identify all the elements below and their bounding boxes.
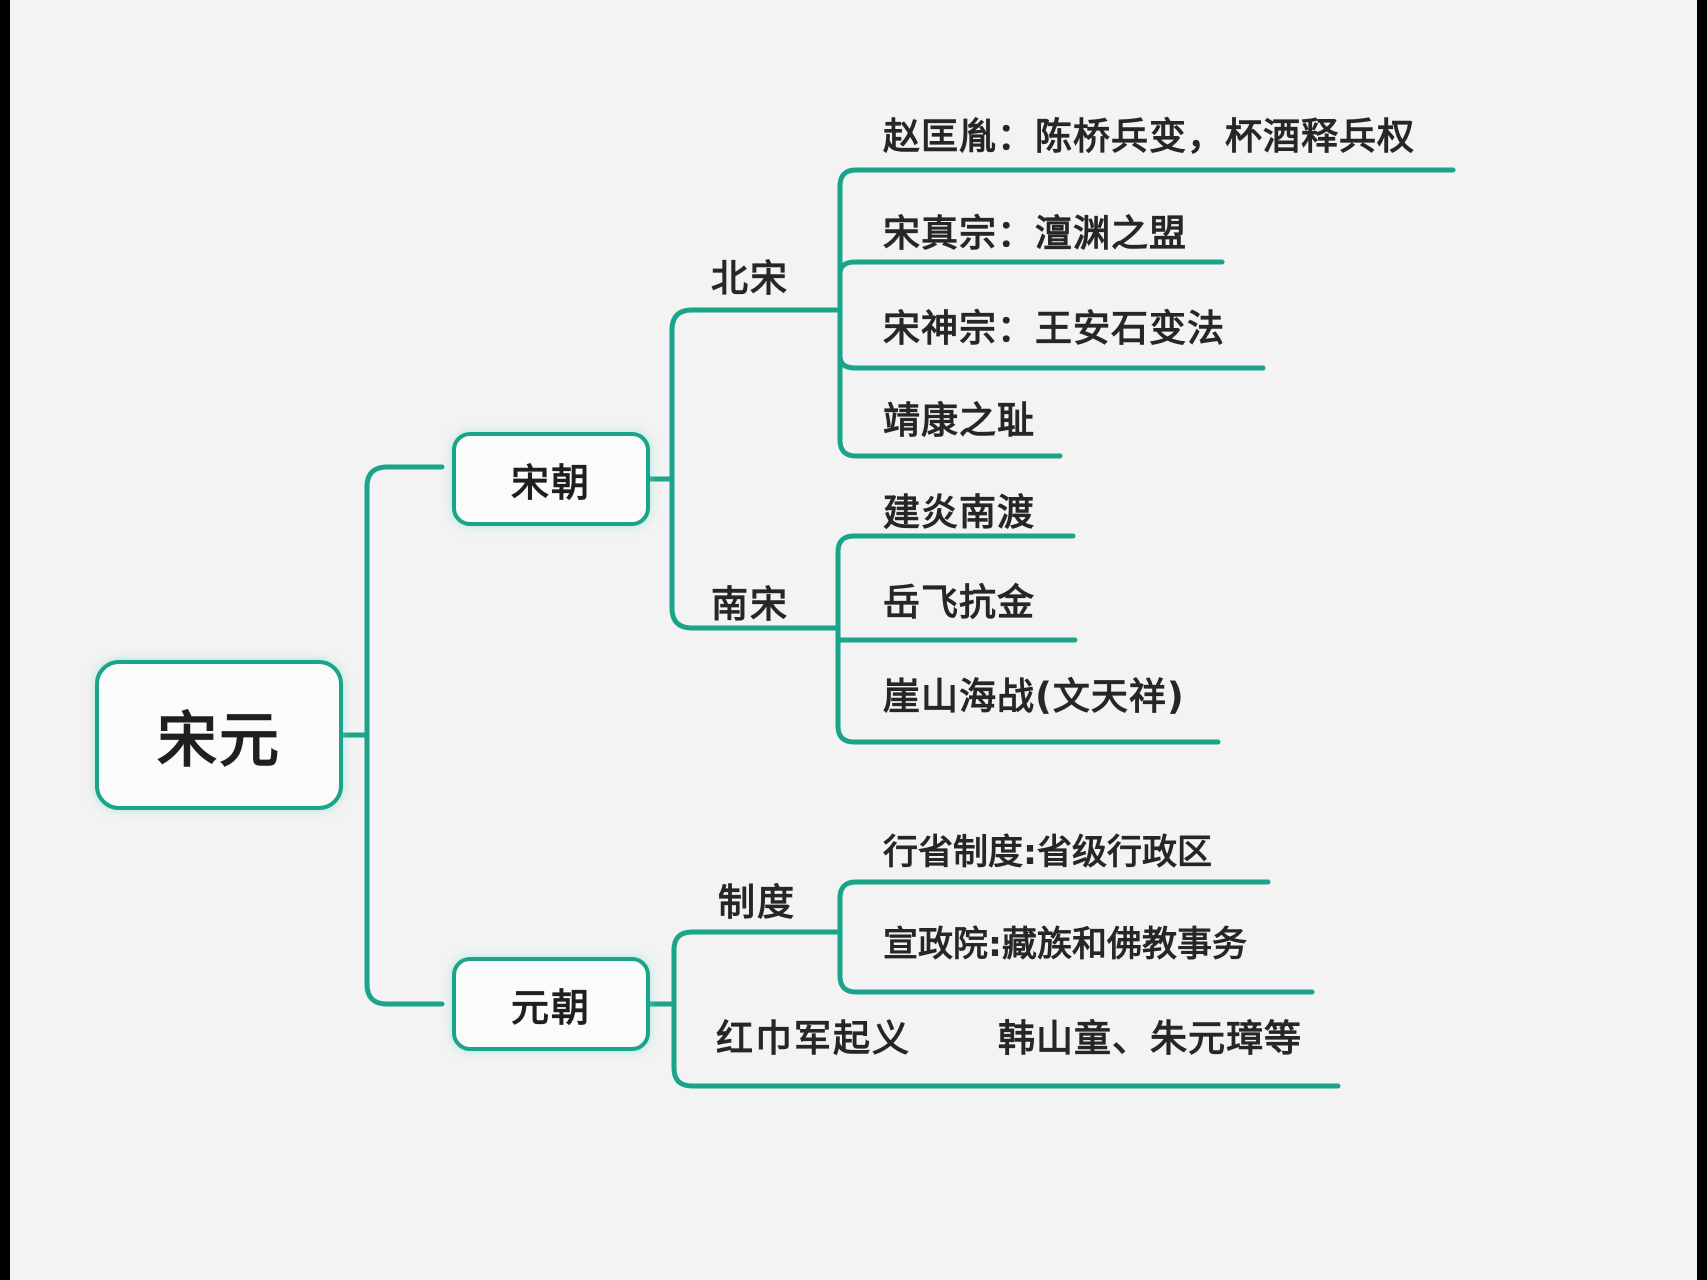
node-root-label: 宋元: [157, 705, 281, 776]
wire-root-to-yuan: [364, 732, 445, 1007]
leaf-label-song-zhenzong[interactable]: 宋真宗：澶渊之盟: [883, 212, 1187, 255]
leaf-label-han-shantong-zhu-yuanzhang[interactable]: 韩山童、朱元璋等: [998, 1017, 1302, 1060]
leaf-label-province-system[interactable]: 行省制度:省级行政区: [883, 833, 1212, 873]
node-song-dynasty[interactable]: 宋朝: [452, 432, 650, 526]
leaf-label-yashan-naval-battle[interactable]: 崖山海战(文天祥): [883, 675, 1185, 718]
branch-label-system[interactable]: 制度: [718, 881, 796, 924]
leaf-label-jianyan-southward[interactable]: 建炎南渡: [883, 491, 1035, 534]
leaf-label-song-shenzong[interactable]: 宋神宗：王安石变法: [883, 307, 1225, 350]
wire-song-to-beisong: [669, 307, 843, 482]
node-yuan-dynasty[interactable]: 元朝: [452, 957, 650, 1051]
wire-yuan-to-zhidu: [671, 929, 843, 1007]
node-root[interactable]: 宋元: [95, 660, 343, 810]
leaf-label-zhao-kuangyin[interactable]: 赵匡胤：陈桥兵变，杯酒释兵权: [883, 115, 1415, 158]
node-song-label: 宋朝: [510, 460, 591, 505]
leaf-label-jingkang-incident[interactable]: 靖康之耻: [883, 399, 1035, 442]
letterbox-left: [0, 0, 10, 1280]
branch-label-red-turban-uprising[interactable]: 红巾军起义: [716, 1017, 911, 1060]
branch-label-southern-song[interactable]: 南宋: [711, 583, 789, 626]
letterbox-right: [1697, 0, 1707, 1280]
wire-nansong-leaf-6: [835, 625, 1078, 643]
branch-label-northern-song[interactable]: 北宋: [711, 257, 789, 300]
node-yuan-label: 元朝: [510, 985, 591, 1030]
diagram-surface: 宋元 宋朝 元朝 北宋 南宋 制度 红巾军起义 赵匡胤：陈桥兵变，杯酒释兵权 宋…: [10, 0, 1697, 1280]
wire-root-to-song: [364, 464, 445, 738]
connector-lines: [340, 167, 1456, 1089]
leaf-label-yuefei-resist-jin[interactable]: 岳飞抗金: [883, 581, 1035, 624]
leaf-label-xuanzheng-yuan[interactable]: 宣政院:藏族和佛教事务: [883, 925, 1247, 965]
